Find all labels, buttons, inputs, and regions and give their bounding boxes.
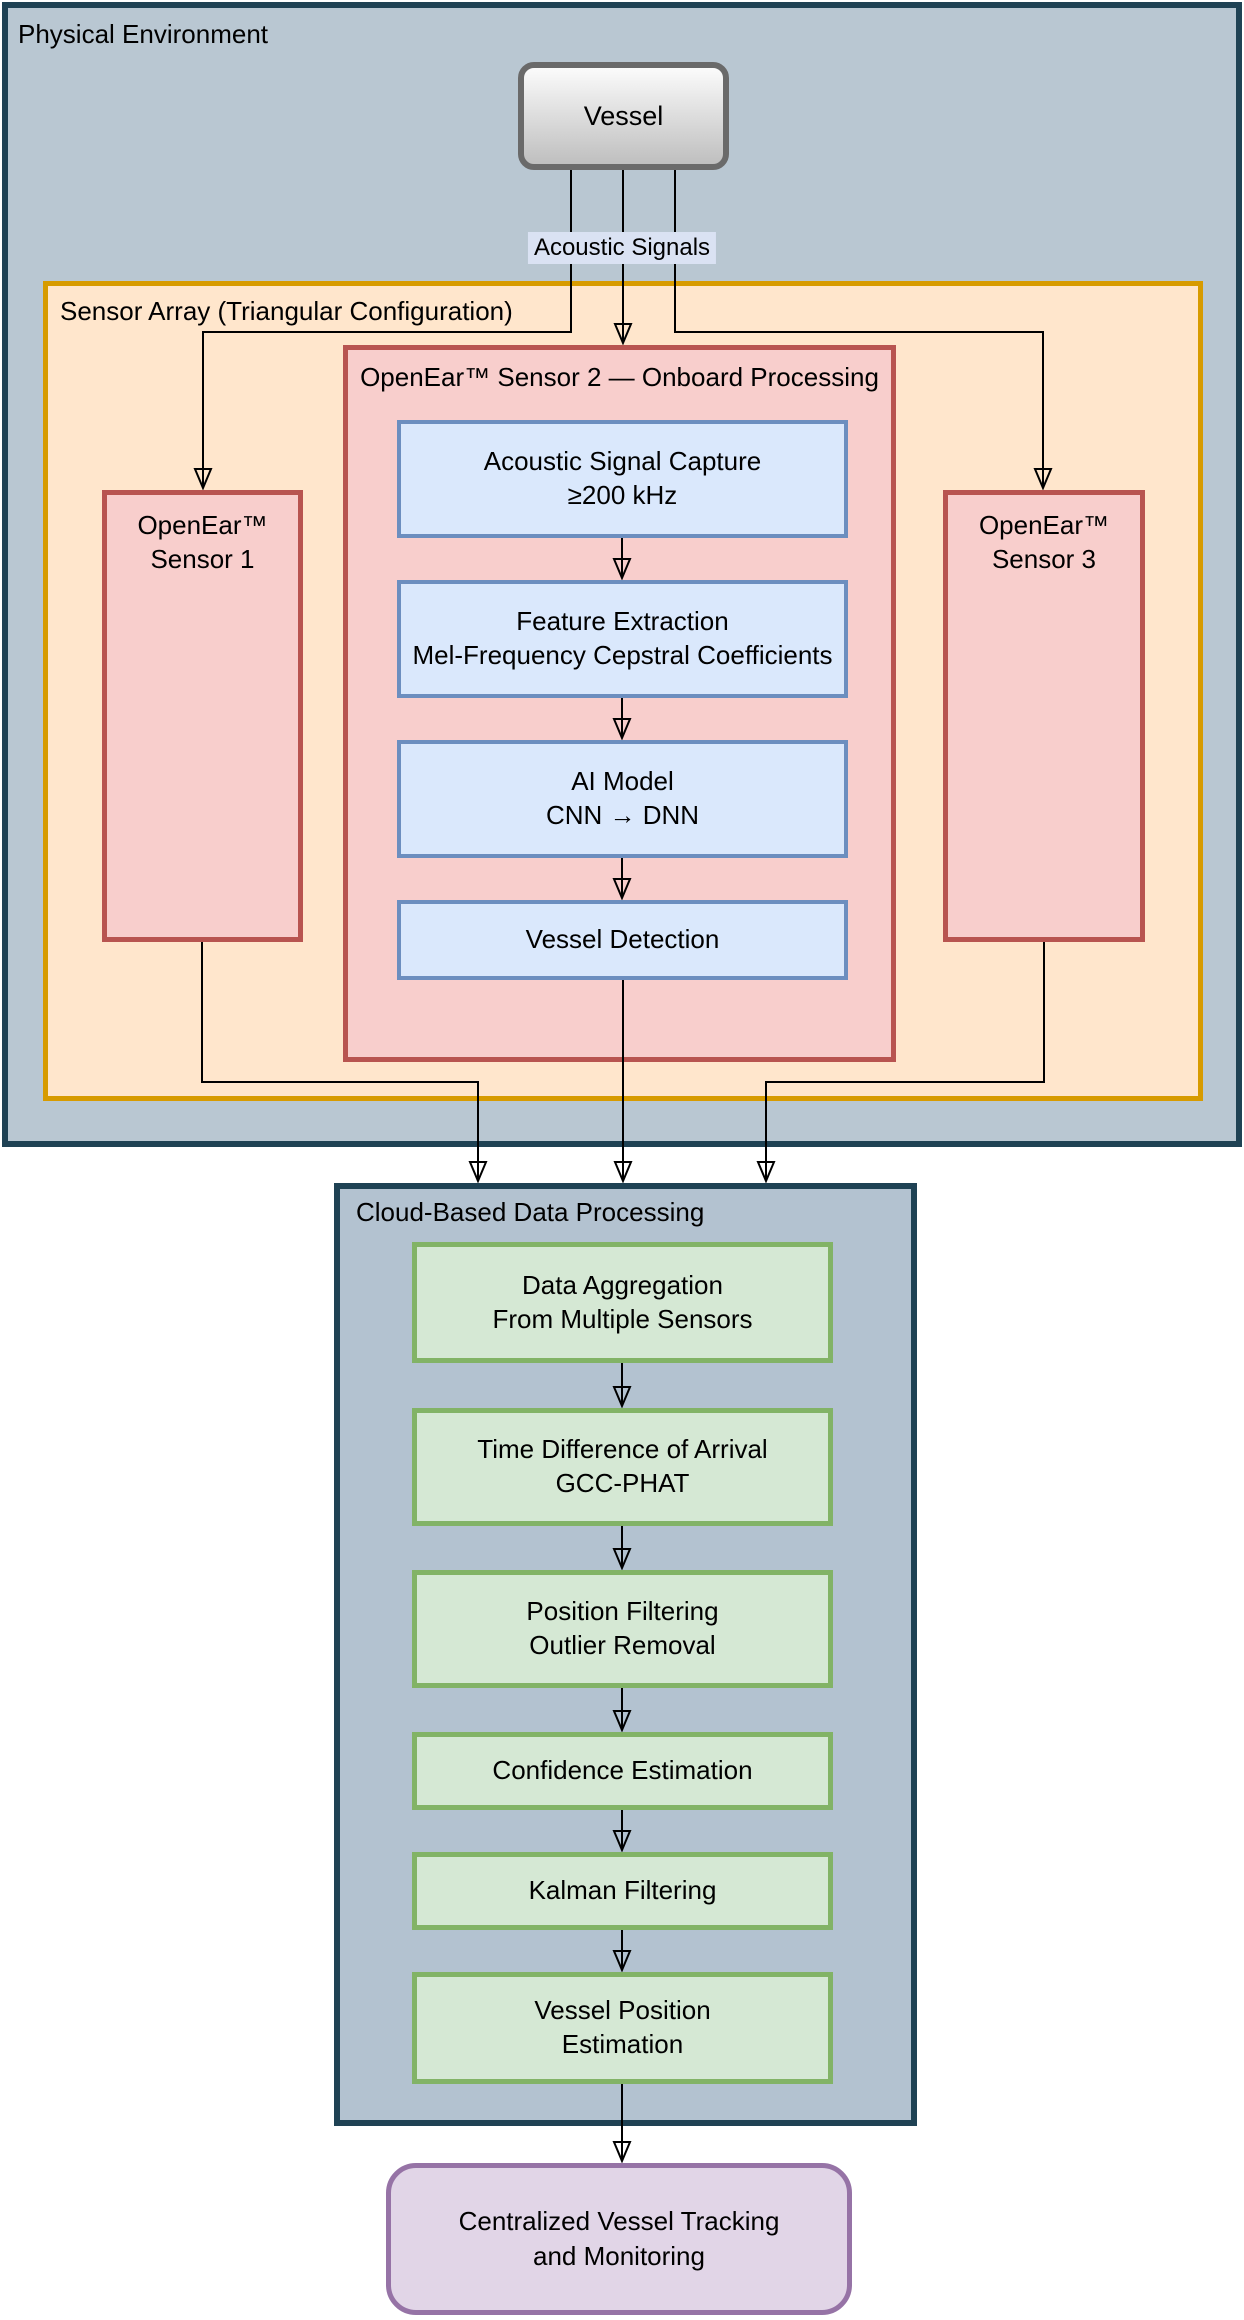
step-label: Acoustic Signal Capture ≥200 kHz	[483, 446, 762, 510]
vessel-box: Vessel	[518, 62, 729, 170]
step-ai-model: AI Model CNN → DNN	[397, 740, 848, 858]
step-acoustic-signal-capture: Acoustic Signal Capture ≥200 kHz	[397, 420, 848, 538]
sensor-array-title: Sensor Array (Triangular Configuration)	[60, 296, 513, 326]
step-feature-extraction: Feature Extraction Mel-Frequency Cepstra…	[397, 580, 848, 698]
step-vessel-detection: Vessel Detection	[397, 900, 848, 980]
step-label: AI Model CNN → DNN	[545, 766, 700, 830]
step-label: Position Filtering Outlier Removal	[526, 1596, 719, 1660]
step-vessel-position-estimation: Vessel Position Estimation	[412, 1972, 833, 2084]
centralized-tracking-label: Centralized Vessel Tracking and Monitori…	[458, 2205, 780, 2271]
step-data-aggregation: Data Aggregation From Multiple Sensors	[412, 1242, 833, 1363]
acoustic-signals-edge-label: Acoustic Signals	[527, 232, 717, 264]
step-label: Confidence Estimation	[492, 1755, 753, 1786]
step-label: Feature Extraction Mel-Frequency Cepstra…	[412, 606, 833, 670]
openear-sensor3-box: OpenEar™ Sensor 3	[943, 490, 1145, 942]
step-position-filtering: Position Filtering Outlier Removal	[412, 1570, 833, 1688]
openear-sensor1-box: OpenEar™ Sensor 1	[102, 490, 303, 942]
centralized-tracking-box: Centralized Vessel Tracking and Monitori…	[386, 2163, 852, 2315]
step-time-difference-of-arrival: Time Difference of Arrival GCC-PHAT	[412, 1408, 833, 1526]
openear-sensor3-label: OpenEar™ Sensor 3	[978, 510, 1110, 574]
step-label: Time Difference of Arrival GCC-PHAT	[477, 1434, 768, 1498]
openear-sensor2-title: OpenEar™ Sensor 2 — Onboard Processing	[360, 362, 879, 392]
physical-environment-title: Physical Environment	[18, 19, 268, 49]
vessel-label: Vessel	[583, 100, 664, 131]
step-label: Data Aggregation From Multiple Sensors	[492, 1269, 753, 1334]
step-confidence-estimation: Confidence Estimation	[412, 1732, 833, 1810]
cloud-processing-title: Cloud-Based Data Processing	[356, 1197, 705, 1227]
step-label: Vessel Position Estimation	[534, 1995, 711, 2059]
step-kalman-filtering: Kalman Filtering	[412, 1852, 833, 1930]
openear-sensor1-label: OpenEar™ Sensor 1	[137, 510, 268, 574]
step-label: Kalman Filtering	[528, 1875, 717, 1906]
step-label: Vessel Detection	[525, 924, 720, 955]
